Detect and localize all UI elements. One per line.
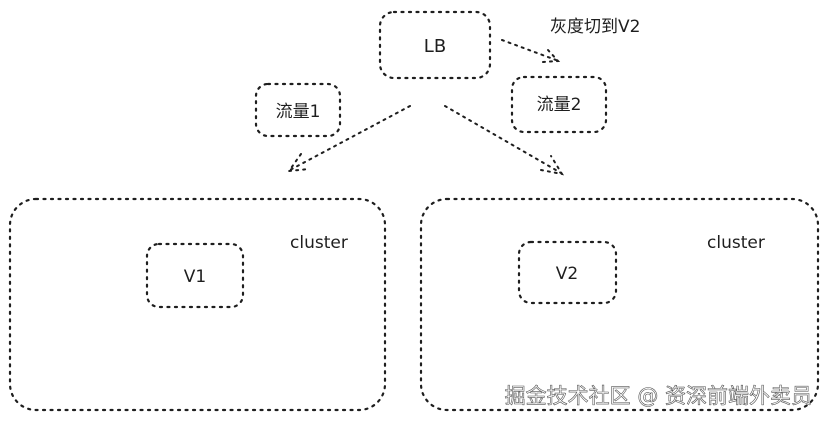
left-cluster-box: [8, 197, 387, 412]
lb-to-gray-release-arrow: [501, 39, 561, 63]
arrow-line: [444, 105, 562, 174]
traffic2-node: 流量2: [510, 75, 608, 134]
lb-to-right-cluster-arrow: [444, 105, 565, 176]
arrowhead: [286, 153, 310, 173]
lb-node: LB: [378, 10, 492, 80]
traffic1-node: 流量1: [254, 82, 342, 138]
traffic1-label: 流量1: [276, 102, 321, 122]
lb-label: LB: [424, 36, 446, 57]
v2-box: [517, 240, 618, 305]
arrowhead: [540, 155, 565, 176]
watermark-text: 掘金技术社区 @ 资深前端外卖员: [505, 384, 812, 408]
traffic2-box: [510, 75, 608, 134]
arrowhead: [542, 49, 561, 63]
v1-label: V1: [184, 267, 206, 287]
right-cluster-label: cluster: [707, 233, 765, 253]
left-cluster-label: cluster: [290, 233, 348, 253]
right-cluster-box: [419, 197, 820, 412]
traffic1-box: [254, 82, 342, 138]
lb-to-left-cluster-arrow: [286, 105, 411, 173]
right-cluster: cluster V2: [419, 197, 820, 412]
v2-label: V2: [556, 264, 578, 284]
traffic2-label: 流量2: [537, 95, 582, 115]
arrow-line: [289, 105, 411, 171]
lb-box: [378, 10, 492, 80]
gray-release-annotation: 灰度切到V2: [550, 17, 640, 37]
arrow-line: [501, 39, 557, 61]
left-cluster: cluster V1: [8, 197, 387, 412]
